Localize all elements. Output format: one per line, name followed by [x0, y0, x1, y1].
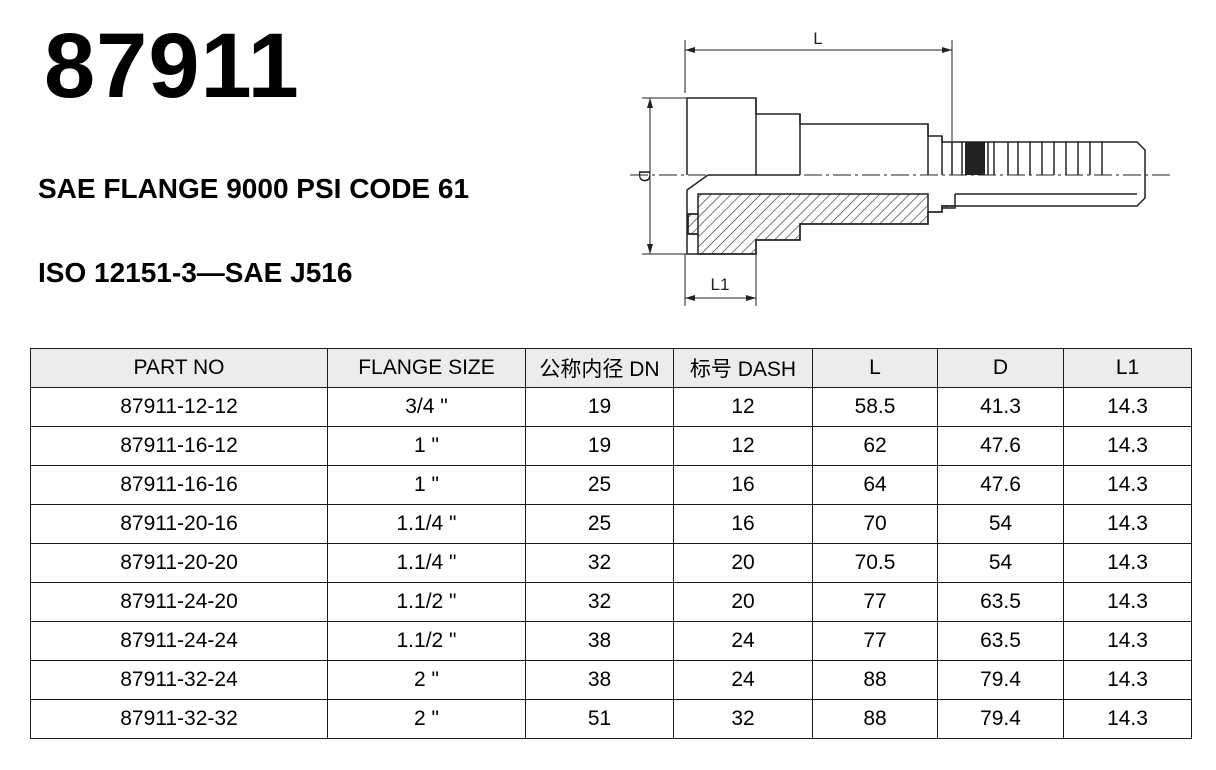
- cell-dash: 16: [673, 465, 813, 505]
- table-row: 87911-12-12 3/4 " 19 12 58.5 41.3 14.3: [30, 387, 1192, 427]
- cell-d: 63.5: [937, 582, 1064, 622]
- cell-l1: 14.3: [1063, 465, 1192, 505]
- knurl-band: [965, 142, 985, 175]
- cell-dn: 32: [525, 543, 674, 583]
- table-row: 87911-32-24 2 " 38 24 88 79.4 14.3: [30, 660, 1192, 700]
- cell-part-no: 87911-16-12: [30, 426, 328, 466]
- cell-l1: 14.3: [1063, 387, 1192, 427]
- col-header-flange-size: FLANGE SIZE: [327, 348, 526, 388]
- cell-dash: 12: [673, 426, 813, 466]
- cell-flange-size: 2 ": [327, 699, 526, 739]
- table-row: 87911-20-16 1.1/4 " 25 16 70 54 14.3: [30, 504, 1192, 544]
- dimension-d: D: [635, 97, 700, 255]
- part-number-title: 87911: [44, 15, 300, 117]
- table-header-row: PART NO FLANGE SIZE 公称内径 DN 标号 DASH L D …: [30, 348, 1192, 388]
- label-l: L: [813, 29, 822, 48]
- cell-dash: 12: [673, 387, 813, 427]
- cell-d: 41.3: [937, 387, 1064, 427]
- cell-flange-size: 1.1/2 ": [327, 621, 526, 661]
- cell-l: 70.5: [812, 543, 938, 583]
- cell-d: 47.6: [937, 426, 1064, 466]
- cell-l: 88: [812, 699, 938, 739]
- cell-dn: 51: [525, 699, 674, 739]
- section-hatching: [687, 193, 956, 255]
- table-row: 87911-32-32 2 " 51 32 88 79.4 14.3: [30, 699, 1192, 739]
- cell-l: 88: [812, 660, 938, 700]
- cell-l: 58.5: [812, 387, 938, 427]
- cell-d: 63.5: [937, 621, 1064, 661]
- table-row: 87911-16-16 1 " 25 16 64 47.6 14.3: [30, 465, 1192, 505]
- cell-d: 79.4: [937, 660, 1064, 700]
- cell-d: 54: [937, 543, 1064, 583]
- table-row: 87911-20-20 1.1/4 " 32 20 70.5 54 14.3: [30, 543, 1192, 583]
- dimension-l: L: [684, 29, 953, 146]
- table-row: 87911-24-20 1.1/2 " 32 20 77 63.5 14.3: [30, 582, 1192, 622]
- cell-l: 64: [812, 465, 938, 505]
- specification-table: PART NO FLANGE SIZE 公称内径 DN 标号 DASH L D …: [30, 348, 1192, 739]
- cell-part-no: 87911-32-32: [30, 699, 328, 739]
- cell-d: 54: [937, 504, 1064, 544]
- cell-dash: 20: [673, 543, 813, 583]
- col-header-d: D: [937, 348, 1064, 388]
- cell-dash: 32: [673, 699, 813, 739]
- cell-part-no: 87911-24-20: [30, 582, 328, 622]
- dimension-l1: L1: [684, 254, 757, 306]
- col-header-dn: 公称内径 DN: [525, 348, 674, 388]
- col-header-dash: 标号 DASH: [673, 348, 813, 388]
- cell-l1: 14.3: [1063, 582, 1192, 622]
- cell-l1: 14.3: [1063, 621, 1192, 661]
- cell-dash: 24: [673, 621, 813, 661]
- cell-flange-size: 1.1/4 ": [327, 504, 526, 544]
- cell-dn: 32: [525, 582, 674, 622]
- table-row: 87911-16-12 1 " 19 12 62 47.6 14.3: [30, 426, 1192, 466]
- cell-flange-size: 2 ": [327, 660, 526, 700]
- label-d: D: [635, 170, 654, 182]
- cell-dash: 24: [673, 660, 813, 700]
- cell-dn: 38: [525, 621, 674, 661]
- flange-type-subtitle: SAE FLANGE 9000 PSI CODE 61: [38, 173, 470, 204]
- cell-flange-size: 1 ": [327, 465, 526, 505]
- cell-dn: 19: [525, 426, 674, 466]
- cell-part-no: 87911-20-20: [30, 543, 328, 583]
- cell-dn: 25: [525, 504, 674, 544]
- cell-flange-size: 1.1/4 ": [327, 543, 526, 583]
- cell-l: 77: [812, 621, 938, 661]
- cell-l1: 14.3: [1063, 543, 1192, 583]
- cell-dn: 38: [525, 660, 674, 700]
- cell-l1: 14.3: [1063, 426, 1192, 466]
- label-l1: L1: [711, 275, 730, 294]
- cell-l: 62: [812, 426, 938, 466]
- cell-flange-size: 1 ": [327, 426, 526, 466]
- cell-part-no: 87911-12-12: [30, 387, 328, 427]
- col-header-l1: L1: [1063, 348, 1192, 388]
- col-header-part-no: PART NO: [30, 348, 328, 388]
- cell-l1: 14.3: [1063, 660, 1192, 700]
- cell-l: 70: [812, 504, 938, 544]
- table-row: 87911-24-24 1.1/2 " 38 24 77 63.5 14.3: [30, 621, 1192, 661]
- cell-d: 79.4: [937, 699, 1064, 739]
- cell-dn: 19: [525, 387, 674, 427]
- cell-flange-size: 3/4 ": [327, 387, 526, 427]
- cell-flange-size: 1.1/2 ": [327, 582, 526, 622]
- cell-dash: 16: [673, 504, 813, 544]
- standard-subtitle: ISO 12151-3—SAE J516: [38, 257, 353, 288]
- cell-dn: 25: [525, 465, 674, 505]
- fitting-technical-drawing: L D L1: [610, 18, 1190, 318]
- cell-l1: 14.3: [1063, 699, 1192, 739]
- cell-part-no: 87911-16-16: [30, 465, 328, 505]
- cell-dash: 20: [673, 582, 813, 622]
- cell-d: 47.6: [937, 465, 1064, 505]
- cell-l: 77: [812, 582, 938, 622]
- cell-part-no: 87911-24-24: [30, 621, 328, 661]
- col-header-l: L: [812, 348, 938, 388]
- cell-part-no: 87911-32-24: [30, 660, 328, 700]
- cell-l1: 14.3: [1063, 504, 1192, 544]
- cell-part-no: 87911-20-16: [30, 504, 328, 544]
